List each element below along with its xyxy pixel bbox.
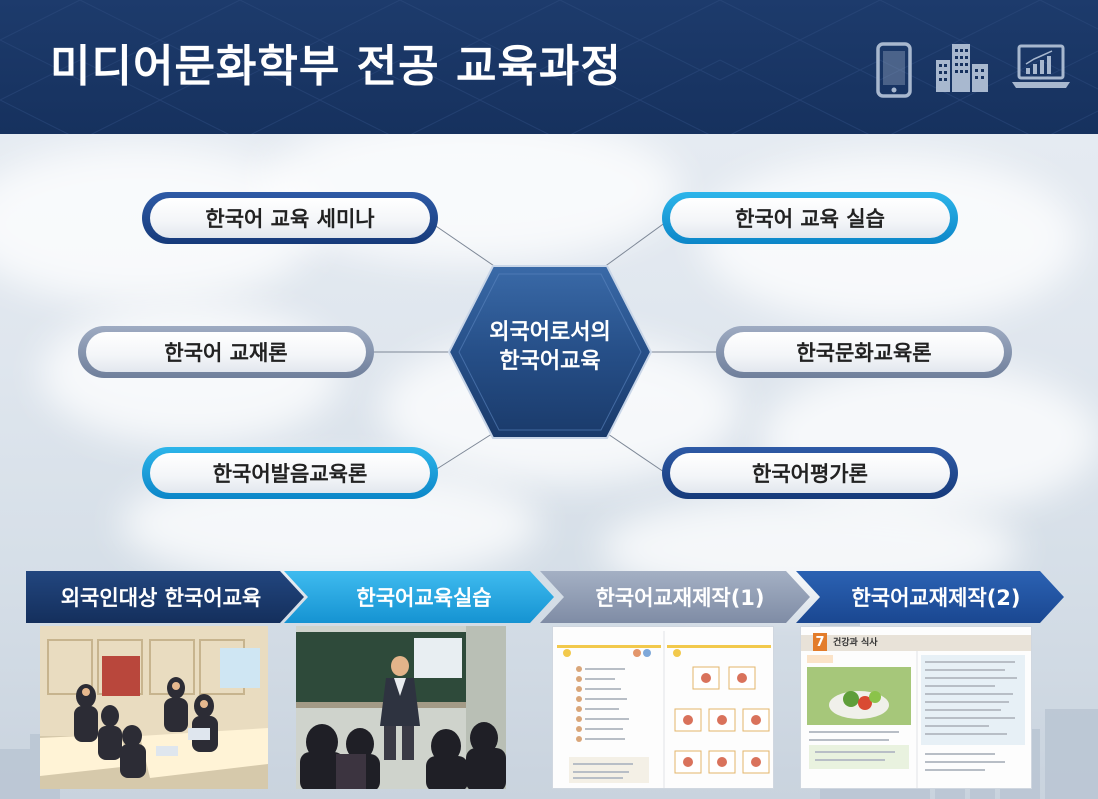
center-label-line2: 한국어교육 (499, 349, 601, 374)
center-label: 외국어로서의 한국어교육 (447, 318, 653, 376)
textbook-1-preview (552, 626, 774, 789)
textbook-2-preview: 7 건강과 식사 (800, 626, 1032, 789)
node-label: 한국어 교육 실습 (735, 207, 885, 231)
header-pattern (0, 0, 1098, 134)
node-korean-assessment: 한국어평가론 (662, 447, 958, 499)
step-4-chevron: 한국어교재제작(2) (808, 571, 1056, 623)
laptop-chart-icon (1012, 44, 1070, 88)
step-label: 한국어교육실습 (356, 586, 492, 610)
node-korean-culture-edu: 한국문화교육론 (716, 326, 1012, 378)
chapter-title: 건강과 식사 (833, 638, 878, 648)
node-label: 한국어발음교육론 (212, 462, 368, 486)
step-3-chevron: 한국어교재제작(1) (552, 571, 800, 623)
step-2-chevron: 한국어교육실습 (296, 571, 544, 623)
step-label: 외국인대상 한국어교육 (60, 586, 262, 610)
node-korean-edu-practice: 한국어 교육 실습 (662, 192, 958, 244)
node-label: 한국어 교재론 (164, 341, 288, 365)
node-korean-edu-seminar: 한국어 교육 세미나 (142, 192, 438, 244)
textbook-1-pages (553, 627, 773, 788)
step-1-chevron: 외국인대상 한국어교육 (26, 571, 288, 623)
center-hexagon (447, 265, 653, 439)
center-label-line1: 외국어로서의 (489, 320, 611, 345)
node-label: 한국문화교육론 (796, 341, 932, 365)
page-title: 미디어문화학부 전공 교육과정 (50, 41, 622, 92)
teaching-practice-photo-image (296, 626, 506, 789)
teaching-practice-photo (296, 626, 506, 789)
classroom-photo (40, 626, 268, 789)
textbook-2-pages (801, 627, 1031, 788)
node-korean-pronunciation: 한국어발음교육론 (142, 447, 438, 499)
step-label: 한국어교재제작(1) (595, 586, 765, 610)
chapter-number: 7 (815, 635, 825, 650)
header-banner: 미디어문화학부 전공 교육과정 (0, 0, 1098, 134)
node-korean-textbook-theory: 한국어 교재론 (78, 326, 374, 378)
node-label: 한국어평가론 (752, 462, 868, 486)
node-label: 한국어 교육 세미나 (205, 207, 375, 231)
buildings-icon (936, 44, 988, 92)
smartphone-icon (876, 42, 912, 98)
classroom-photo-image (40, 626, 268, 789)
step-label: 한국어교재제작(2) (851, 586, 1021, 610)
